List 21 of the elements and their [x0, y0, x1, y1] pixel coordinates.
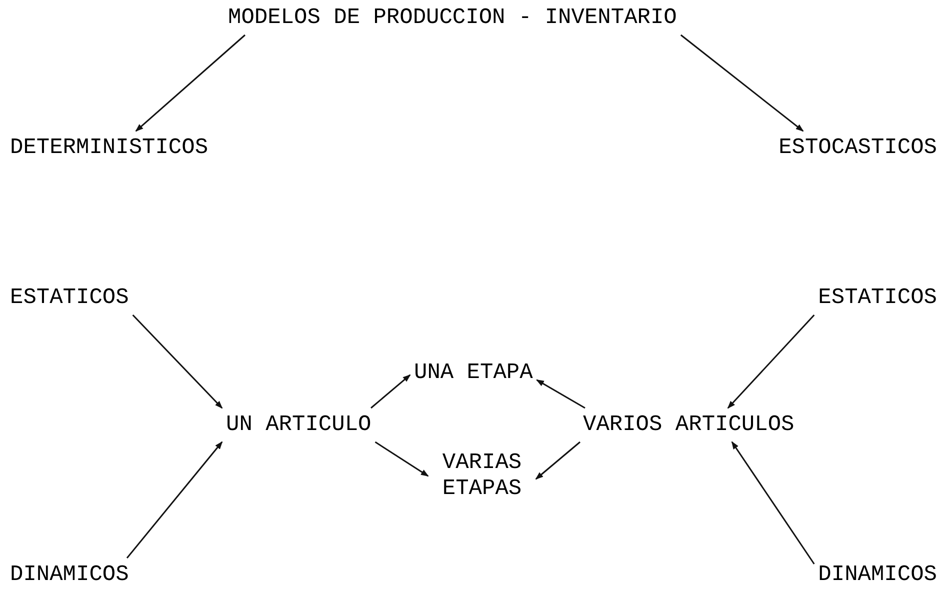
arrow	[126, 441, 223, 558]
node-label: MODELOS DE PRODUCCION - INVENTARIO	[228, 5, 677, 31]
node-label: VARIAS ETAPAS	[432, 450, 532, 502]
node-label: DETERMINISTICOS	[10, 135, 208, 161]
node-label: ESTOCASTICOS	[778, 135, 937, 161]
arrow	[680, 34, 804, 132]
node-label: DINAMICOS	[10, 562, 129, 588]
arrow	[536, 379, 586, 409]
arrow	[731, 441, 815, 564]
arrow	[374, 441, 429, 477]
node-label: UN ARTICULO	[226, 412, 372, 438]
arrow	[727, 314, 815, 409]
arrow	[535, 441, 580, 480]
node-label: ESTATICOS	[10, 285, 129, 311]
node-label: DINAMICOS	[818, 562, 937, 588]
arrow	[370, 374, 411, 409]
node-label: ESTATICOS	[818, 285, 937, 311]
arrow	[132, 314, 223, 409]
node-label: VARIOS ARTICULOS	[583, 412, 794, 438]
arrow	[135, 34, 246, 132]
node-label: UNA ETAPA	[414, 360, 533, 386]
